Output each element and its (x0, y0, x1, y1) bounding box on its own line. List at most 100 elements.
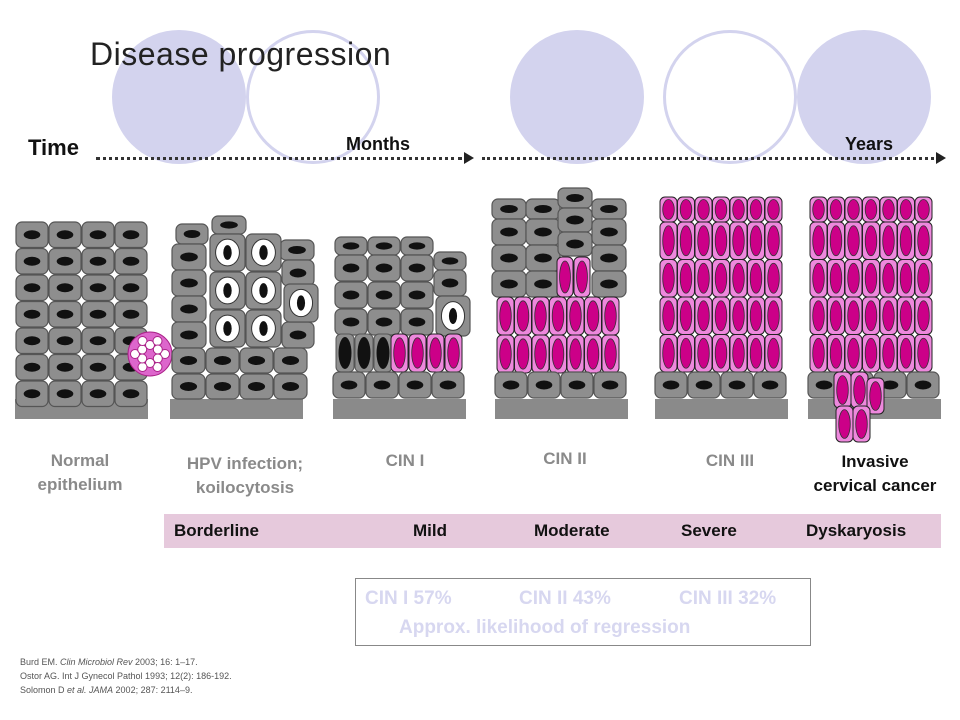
dysplastic-nucleus (836, 375, 849, 405)
dysplastic-nucleus (411, 337, 424, 369)
dysplastic-nucleus (917, 225, 930, 257)
cell-nucleus (89, 389, 107, 399)
dysplastic-nucleus (662, 262, 675, 294)
dyskaryosis-label: Dyskaryosis (806, 521, 907, 540)
dysplastic-nucleus (767, 199, 780, 220)
dysplastic-nucleus (812, 199, 825, 220)
stage-label-cin-1: CIN I (385, 451, 425, 470)
dysplastic-nucleus (662, 337, 675, 369)
cell-nucleus (600, 253, 618, 263)
cell-nucleus (23, 362, 41, 372)
dysplastic-nucleus (662, 300, 675, 332)
dysplastic-nucleus (847, 337, 860, 369)
cell-nucleus (500, 205, 518, 213)
dysplastic-nucleus (882, 262, 895, 294)
dysplastic-nucleus (559, 260, 571, 294)
dysplastic-nucleus (899, 225, 913, 257)
dysplastic-nucleus (829, 300, 843, 332)
dysplastic-nucleus (714, 199, 728, 220)
dysplastic-nucleus (853, 375, 866, 405)
dysplastic-nucleus (882, 300, 895, 332)
cell-nucleus (23, 389, 41, 399)
cell-nucleus (534, 253, 552, 263)
dyskaryosis-moderate: Moderate (534, 521, 610, 540)
dysplastic-nucleus (864, 225, 878, 257)
cell-nucleus (89, 283, 107, 293)
dysplastic-nucleus (767, 300, 780, 332)
cell-nucleus (500, 227, 518, 237)
dysplastic-nucleus (393, 337, 406, 369)
basement-membrane (333, 399, 466, 419)
cell-nucleus (338, 337, 352, 369)
cell-nucleus (296, 295, 306, 311)
dysplastic-nucleus (732, 199, 745, 220)
cell-nucleus (761, 380, 779, 390)
dysplastic-nucleus (812, 225, 825, 257)
dysplastic-nucleus (812, 262, 825, 294)
hpv-virus-capsomer (160, 349, 170, 359)
cell-nucleus (180, 330, 198, 340)
cell-nucleus (56, 389, 74, 399)
cell-nucleus (439, 380, 457, 390)
dysplastic-nucleus (882, 337, 895, 369)
decorative-circle (510, 30, 644, 164)
cell-nucleus (373, 380, 391, 390)
dysplastic-nucleus (899, 337, 913, 369)
dyskaryosis-severe: Severe (681, 521, 737, 540)
cell-nucleus (342, 317, 360, 327)
cell-nucleus (376, 337, 390, 369)
cell-nucleus (89, 230, 107, 240)
dysplastic-nucleus (429, 337, 442, 369)
decorative-circle (112, 30, 246, 164)
dysplastic-nucleus (662, 199, 675, 220)
cell-nucleus (56, 256, 74, 266)
cell-nucleus (220, 221, 238, 229)
cell-nucleus (247, 382, 266, 391)
dysplastic-nucleus (829, 262, 843, 294)
dysplastic-nucleus (917, 300, 930, 332)
dysplastic-nucleus (697, 199, 710, 220)
dysplastic-nucleus (838, 409, 851, 439)
cell-nucleus (122, 230, 140, 240)
cell-nucleus (566, 239, 584, 249)
decorative-circle (246, 30, 380, 164)
dysplastic-nucleus (829, 199, 843, 220)
dysplastic-nucleus (534, 338, 547, 370)
cell-nucleus (441, 257, 459, 265)
timeline-months-arrowhead (464, 152, 474, 164)
cell-nucleus (180, 304, 198, 314)
cell-nucleus (223, 283, 232, 298)
cell-nucleus (448, 308, 458, 324)
dysplastic-nucleus (847, 300, 860, 332)
cell-nucleus (259, 321, 268, 336)
cell-nucleus (408, 317, 426, 327)
dysplastic-nucleus (697, 300, 710, 332)
cell-nucleus (289, 330, 307, 340)
cell-nucleus (289, 268, 307, 278)
dysplastic-nucleus (899, 199, 913, 220)
cell-nucleus (259, 245, 268, 260)
hpv-virus-capsomer (130, 349, 140, 359)
dysplastic-nucleus (917, 262, 930, 294)
cell-nucleus (213, 382, 232, 391)
dysplastic-nucleus (732, 262, 745, 294)
cell-nucleus (89, 309, 107, 319)
reference-3: Solomon D et al. JAMA 2002; 287: 2114–9. (20, 685, 193, 695)
cell-nucleus (568, 380, 586, 390)
reference-1: Burd EM. Clin Microbiol Rev 2003; 16: 1–… (20, 657, 198, 667)
cell-nucleus (600, 227, 618, 237)
cell-nucleus (259, 283, 268, 298)
dysplastic-nucleus (864, 262, 878, 294)
dysplastic-nucleus (812, 337, 825, 369)
months-label: Months (346, 134, 410, 154)
cell-nucleus (247, 356, 266, 365)
cell-nucleus (408, 242, 426, 250)
dysplastic-nucleus (604, 300, 617, 332)
dysplastic-nucleus (899, 262, 913, 294)
cell-nucleus (914, 380, 932, 390)
cell-nucleus (223, 245, 232, 260)
reference-2: Ostor AG. Int J Gynecol Pathol 1993; 12(… (20, 671, 232, 681)
dysplastic-nucleus (847, 225, 860, 257)
cell-nucleus (180, 278, 198, 288)
